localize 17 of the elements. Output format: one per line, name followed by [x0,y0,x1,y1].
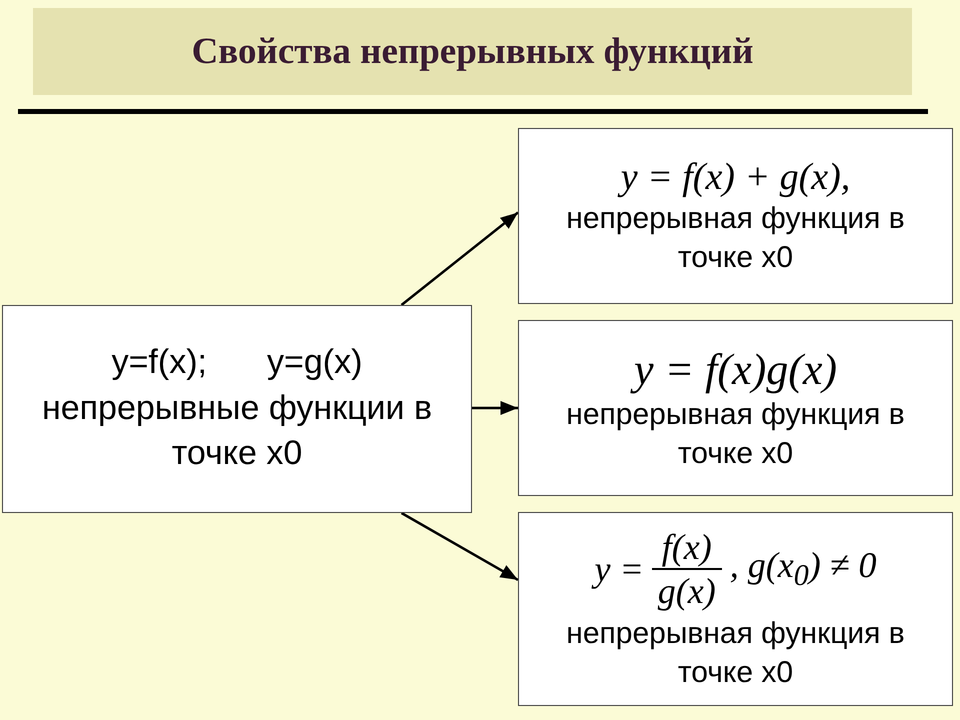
arrow [400,512,519,581]
formula: y=g(x) [266,343,362,382]
formula: , g(x$_{0}$) ≠ 0 [730,544,876,594]
formula-box [518,320,953,496]
arrow [400,212,519,306]
arrow [472,401,518,415]
formula: y=f(x); [112,343,207,382]
formula-box [518,512,953,706]
title: Свойства непрерывных функций [192,30,754,73]
description-text: непрерывная функция в точке x0 [565,616,906,691]
formula-box [2,305,472,513]
description-text: непрерывные функции в точке x0 [40,388,434,474]
denominator: g(x) [652,568,722,612]
description-text: непрерывная функция в точке x0 [565,396,906,472]
formula-box [518,128,953,304]
description-text: непрерывная функция в точке x0 [565,201,906,276]
numerator: f(x) [660,526,713,568]
